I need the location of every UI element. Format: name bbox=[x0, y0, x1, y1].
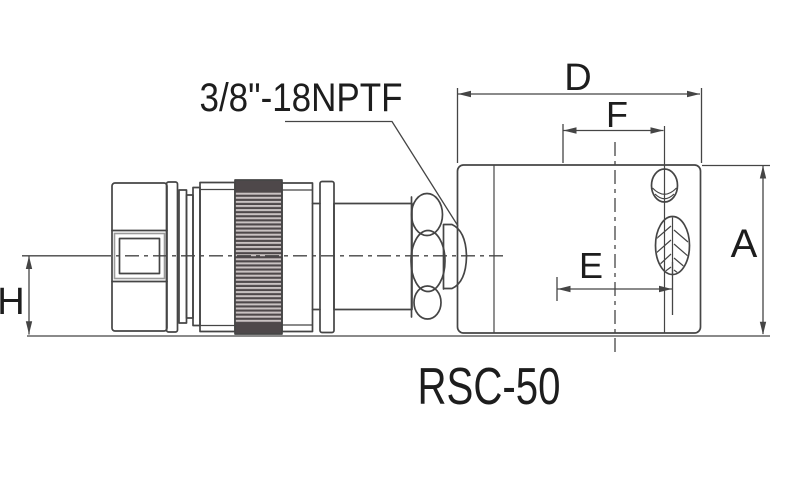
dimension-d: D bbox=[456, 57, 703, 163]
male-hex-end bbox=[410, 192, 446, 320]
hex-lobe-top bbox=[410, 192, 444, 237]
knurled-sleeve bbox=[234, 179, 283, 335]
arrowhead bbox=[25, 321, 33, 335]
vent-hole-top bbox=[650, 168, 679, 203]
flange-disc bbox=[319, 180, 335, 334]
dim-label-d: D bbox=[564, 57, 591, 99]
knurl-cap-bottom bbox=[235, 323, 282, 334]
step-ring bbox=[192, 186, 201, 327]
vent-hole-outline bbox=[650, 168, 679, 203]
dim-label-h: H bbox=[0, 281, 25, 323]
arrowhead bbox=[687, 90, 700, 98]
dim-label-a: A bbox=[731, 222, 758, 266]
washer-a bbox=[178, 189, 188, 324]
body-cylinder-2-outline bbox=[281, 182, 314, 333]
knurl-ribs bbox=[235, 191, 282, 323]
arrowhead bbox=[759, 321, 767, 335]
thread-spec-label: 3/8"-18NPTF bbox=[200, 76, 403, 120]
body-cylinder-outline bbox=[199, 181, 236, 333]
dim-label-f: F bbox=[606, 94, 628, 135]
dimension-e: E bbox=[556, 245, 674, 315]
dimension-h: H bbox=[0, 256, 33, 335]
thread-leader-line bbox=[285, 120, 459, 227]
socket-block bbox=[456, 126, 702, 334]
hex-lobe-bottom bbox=[413, 285, 442, 320]
dimension-f: F bbox=[562, 94, 664, 163]
male-coupler-assembly bbox=[111, 179, 468, 335]
retaining-flange bbox=[165, 181, 179, 333]
body-cylinder-2 bbox=[281, 182, 314, 333]
thread-neck bbox=[333, 202, 413, 311]
hex-nut bbox=[111, 182, 168, 332]
dim-label-e: E bbox=[579, 245, 603, 286]
coupler-tip bbox=[442, 223, 468, 290]
arrowhead bbox=[557, 285, 571, 293]
vent-hole-chamfer-arcs bbox=[652, 187, 677, 200]
knurl-cap-top bbox=[235, 180, 282, 191]
washer-b bbox=[185, 194, 194, 319]
dimension-a: A bbox=[702, 164, 770, 335]
arrowhead bbox=[650, 127, 664, 134]
arrowhead bbox=[25, 256, 33, 269]
arrowhead bbox=[563, 127, 577, 134]
hex-lobe-middle bbox=[410, 229, 446, 293]
block-outline bbox=[456, 164, 702, 334]
body-cylinder bbox=[199, 181, 236, 333]
product-code-label: RSC-50 bbox=[418, 358, 561, 416]
arrowhead bbox=[759, 165, 767, 179]
arrowhead bbox=[659, 285, 672, 293]
arrowhead bbox=[458, 90, 471, 98]
